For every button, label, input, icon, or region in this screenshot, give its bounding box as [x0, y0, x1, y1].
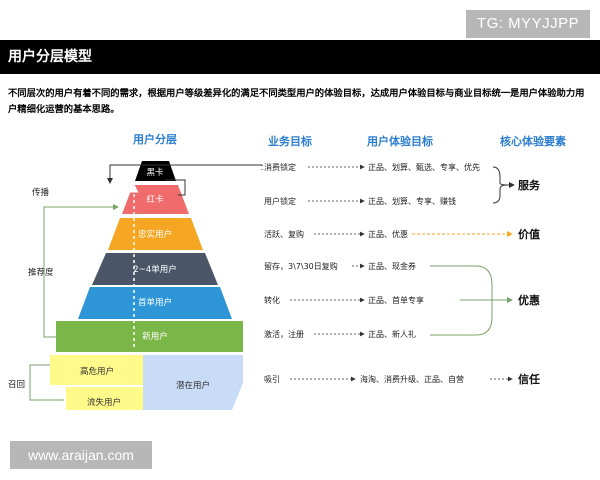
level-2-4-orders — [92, 253, 218, 285]
block-potential — [143, 355, 243, 410]
experience-black: 正品、划算、甄选、专享、优先 — [368, 162, 480, 172]
experience-loyal: 正品、优惠 — [368, 229, 408, 239]
level-label-2-4: 2~4单用户 — [133, 264, 176, 275]
red-card-loop — [165, 179, 186, 196]
page-title: 用户分层模型 — [8, 49, 92, 65]
experience-new: 正品、新人礼 — [368, 329, 416, 339]
business-black: 消费锁定 — [264, 162, 296, 172]
block-churned — [66, 387, 143, 410]
business-potential: 吸引 — [264, 375, 280, 384]
level-black-card — [135, 161, 176, 181]
site-watermark: www.araijan.com — [10, 441, 152, 469]
intro-text: 不同层次的用户有着不同的需求，根据用户等级差异化的满足不同类型用户的体验目标，达… — [8, 88, 585, 115]
title-bar: 用户分层模型 — [0, 40, 600, 74]
spread-bracket — [43, 206, 100, 338]
level-loyal — [108, 218, 203, 250]
business-first: 转化 — [264, 295, 280, 305]
level-label-black: 黑卡 — [146, 167, 164, 178]
label-recommend: 推荐度 — [28, 267, 54, 278]
label-high-risk: 高危用户 — [80, 366, 114, 377]
tg-watermark: TG: MYYJJPP — [466, 10, 590, 38]
level-new-user — [56, 321, 243, 352]
label-potential: 潜在用户 — [176, 380, 210, 391]
core-value: 价值 — [518, 227, 540, 241]
level-label-red: 红卡 — [146, 194, 164, 205]
label-spread: 传播 — [32, 187, 50, 198]
feedback-arrow — [107, 164, 263, 184]
core-trust: 信任 — [518, 372, 540, 386]
experience-potential: 海淘、消费升级、正品、自营 — [360, 374, 464, 384]
core-discount: 优惠 — [518, 293, 540, 307]
discount-bracket — [430, 265, 493, 336]
level-red-card — [122, 185, 189, 214]
business-loyal: 活跃、复购 — [264, 229, 304, 239]
header-business: 业务目标 — [268, 134, 312, 148]
level-label-new: 新用户 — [142, 331, 168, 342]
core-service: 服务 — [518, 178, 541, 192]
business-new: 激活，注册 — [264, 329, 304, 339]
user-layer-diagram: 用户分层 业务目标 用户体验目标 核心体验要素 黑卡 红卡 忠实用户 2~4单用… — [8, 132, 566, 410]
label-recall: 召回 — [8, 380, 25, 390]
level-label-loyal: 忠实用户 — [138, 229, 172, 240]
label-churned: 流失用户 — [87, 397, 121, 408]
block-high-risk — [50, 355, 143, 385]
service-brace — [492, 166, 508, 204]
recall-bracket — [29, 364, 64, 401]
experience-red: 正品、划算、专享、赚钱 — [368, 196, 456, 206]
header-layer: 用户分层 — [133, 132, 177, 146]
experience-first: 正品、首单专享 — [368, 295, 424, 305]
business-red: 用户锁定 — [264, 196, 296, 206]
experience-2-4: 正品、现金券 — [368, 261, 416, 271]
header-core: 核心体验要素 — [500, 134, 566, 148]
header-experience: 用户体验目标 — [367, 134, 433, 148]
level-first-order — [78, 287, 232, 319]
level-label-first: 首单用户 — [138, 297, 172, 308]
business-2-4: 留存，3\7\30日复购 — [264, 261, 338, 271]
